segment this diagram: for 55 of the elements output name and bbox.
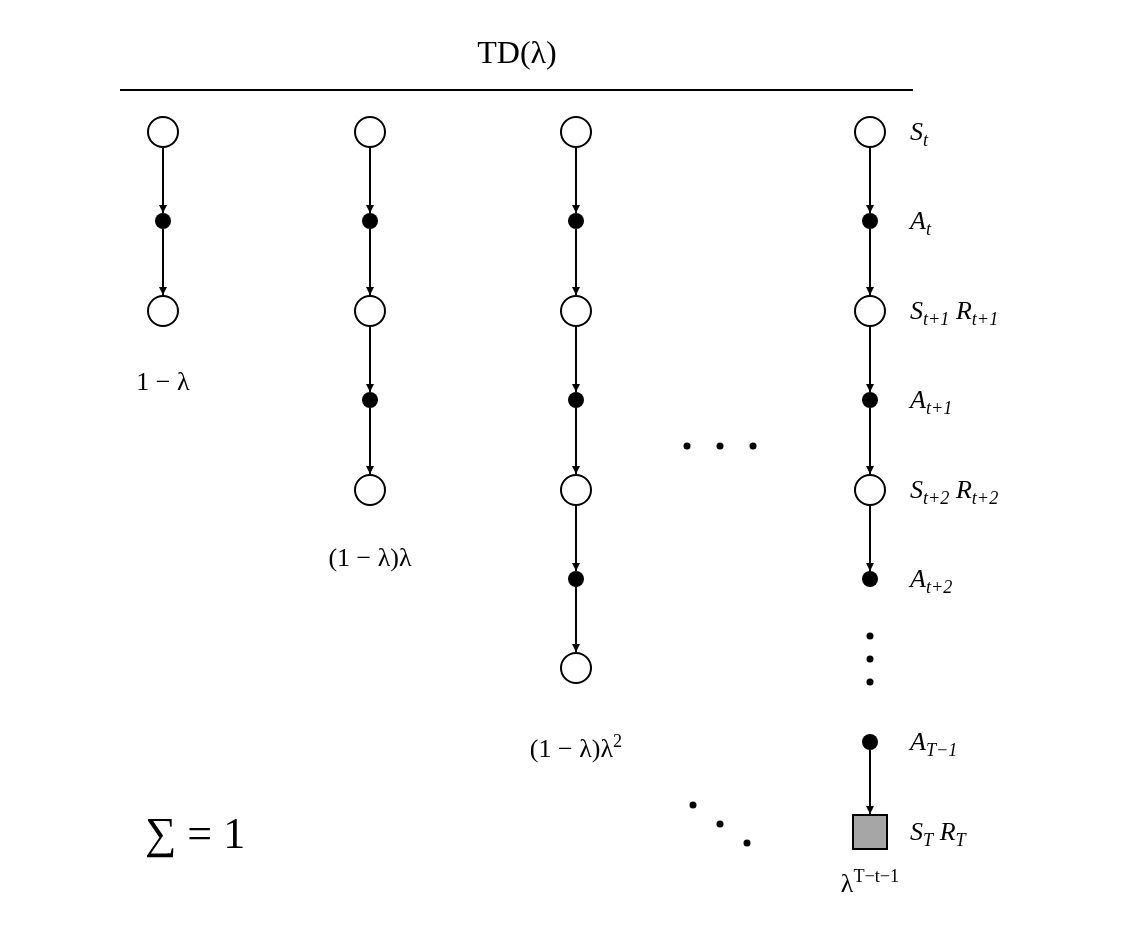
action-dot [862, 392, 878, 408]
action-dot [362, 392, 378, 408]
arrow [159, 147, 167, 214]
state-circle [854, 116, 886, 148]
variable-label: S$_{t}$ [910, 119, 929, 150]
weight-label: λ$^{T−t−1}$ [840, 867, 900, 897]
variable-label: A$_{t+1}$ [910, 387, 953, 418]
action-dot [568, 392, 584, 408]
action-dot [862, 734, 878, 750]
action-dot [862, 571, 878, 587]
arrow [159, 228, 167, 296]
weight-label: (1 − λ)λ$^{2}$ [529, 732, 623, 762]
arrow [572, 147, 580, 214]
variable-label: A$_{t+2}$ [910, 566, 953, 597]
action-dot [862, 213, 878, 229]
arrow [866, 147, 874, 214]
arrow [572, 586, 580, 653]
variable-label: S$_{T}$ R$_{T}$ [910, 819, 966, 850]
variable-label: A$_{T−1}$ [910, 729, 958, 760]
arrow [366, 407, 374, 475]
state-circle [147, 116, 179, 148]
state-circle [854, 474, 886, 506]
arrow [866, 228, 874, 296]
arrow [866, 749, 874, 815]
variable-label: A$_{t}$ [910, 208, 931, 239]
state-circle [560, 116, 592, 148]
action-dot [568, 571, 584, 587]
action-dot [568, 213, 584, 229]
variable-label: S$_{t+1}$ R$_{t+1}$ [910, 298, 999, 329]
arrow [572, 326, 580, 393]
arrow [866, 505, 874, 572]
variable-label: S$_{t+2}$ R$_{t+2}$ [910, 477, 999, 508]
arrow [572, 407, 580, 475]
weight-label: (1 − λ)λ [328, 545, 412, 571]
action-dot [362, 213, 378, 229]
arrow [572, 505, 580, 572]
arrow [572, 228, 580, 296]
state-circle [354, 295, 386, 327]
state-circle [560, 295, 592, 327]
arrow [866, 326, 874, 393]
arrow [866, 407, 874, 475]
state-circle [354, 116, 386, 148]
state-circle [560, 474, 592, 506]
state-circle [560, 652, 592, 684]
sum-equation: ∑ = 1 [145, 812, 246, 856]
terminal-square [852, 814, 888, 850]
arrow [366, 228, 374, 296]
state-circle [147, 295, 179, 327]
weight-label: 1 − λ [136, 369, 190, 395]
arrow [366, 326, 374, 393]
diagram-title: TD(λ) [477, 36, 557, 68]
state-circle [354, 474, 386, 506]
arrow [366, 147, 374, 214]
action-dot [155, 213, 171, 229]
state-circle [854, 295, 886, 327]
